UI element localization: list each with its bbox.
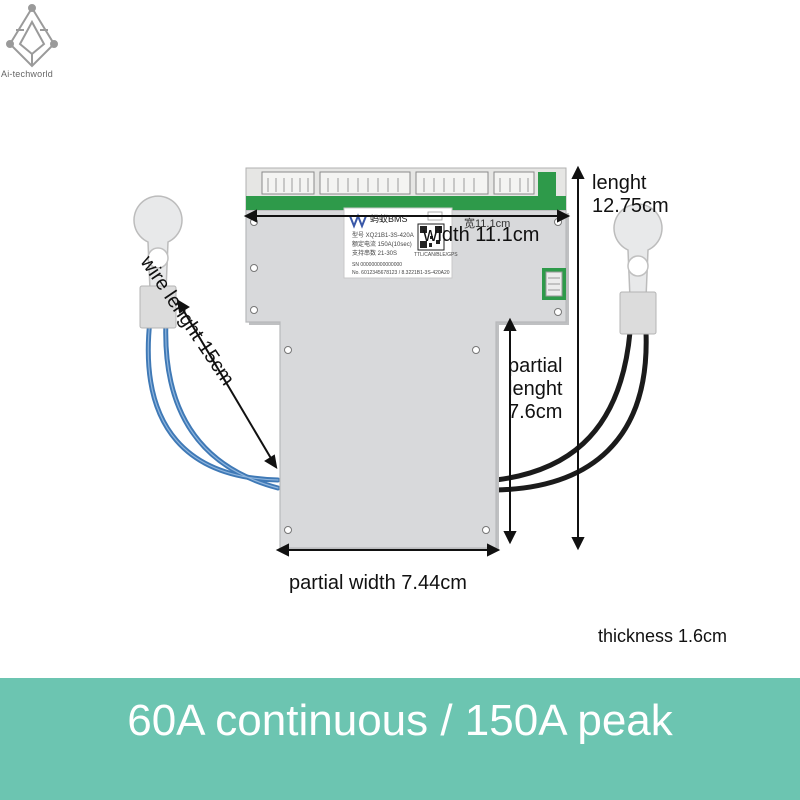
qr-code-icon xyxy=(417,223,445,251)
label-protocol: TTL/CAN/BLE/GPS xyxy=(414,252,458,258)
blue-wires xyxy=(145,317,281,491)
width-label: width 11.1cm xyxy=(423,224,540,246)
partial-length-label: partial lenght 7.6cm xyxy=(508,355,563,424)
connector-strip xyxy=(245,167,567,211)
circuit-brain-icon xyxy=(6,4,58,68)
black-wires xyxy=(493,329,649,493)
left-ring-terminal xyxy=(133,195,183,329)
length-label: lenght 12.75cm xyxy=(592,172,669,218)
width-chinese-label: 宽11.1cm xyxy=(464,218,511,230)
watermark-text: Ai-techworld xyxy=(1,69,53,79)
dimension-arrows xyxy=(176,165,585,557)
label-brand: 蚂蚁BMS xyxy=(370,214,408,224)
partial-width-label: partial width 7.44cm xyxy=(289,572,467,594)
label-current: 额定电流 150A(10sec) xyxy=(352,242,412,248)
caption-banner-text: 60A continuous / 150A peak xyxy=(127,696,673,745)
right-ring-terminal xyxy=(613,203,663,335)
label-no: No. 6012345678123 / 8.3221B1-3S-420A20 xyxy=(352,270,450,276)
label-model: 型号 XQ21B1-3S-420A xyxy=(352,233,414,239)
label-series: 支持串数 21-30S xyxy=(352,251,398,257)
photo-panel: Ai-techworld xyxy=(0,0,800,678)
screws xyxy=(250,218,562,534)
bms-illustration xyxy=(133,165,663,557)
side-connector xyxy=(542,268,566,300)
thickness-label: thickness 1.6cm xyxy=(598,626,728,646)
label-sn: SN 000000000000000 xyxy=(352,262,403,268)
